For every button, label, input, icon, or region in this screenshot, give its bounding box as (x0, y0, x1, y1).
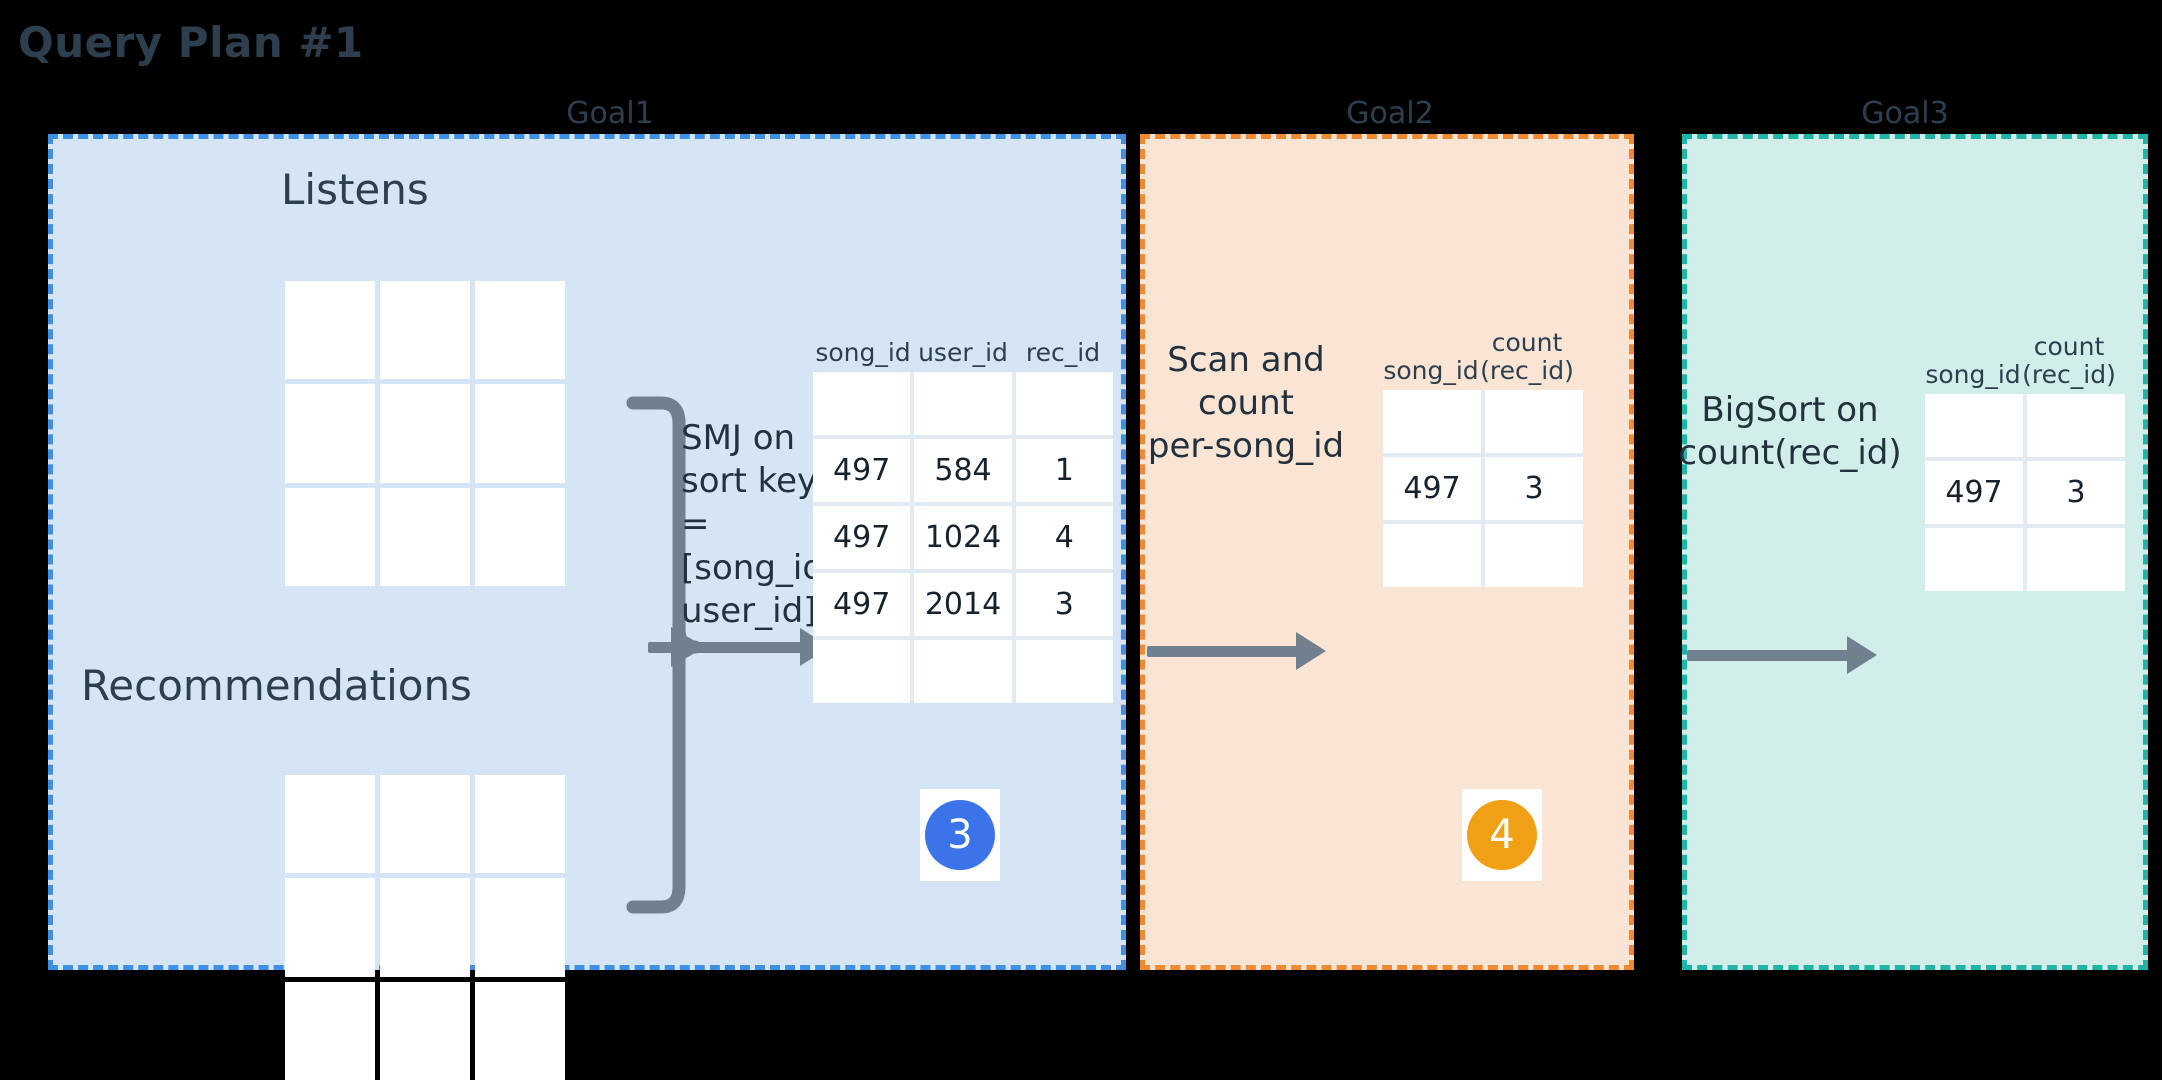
table-cell (2027, 528, 2125, 591)
table-cell: 3 (2027, 461, 2125, 524)
table-body: 497 3 (1383, 390, 1583, 587)
grid-cell (475, 775, 565, 874)
table-cell (1485, 390, 1583, 453)
goal2-arrow-right-icon (1147, 631, 1367, 671)
grid-cell (380, 281, 470, 380)
page-title: Query Plan #1 (18, 18, 364, 67)
table-cell (1925, 394, 2023, 457)
column-header-count-rec-id: count (rec_id) (1480, 328, 1574, 385)
grid-cell (285, 281, 375, 380)
goal1-operation-label: SMJ on sort key = [song_id, user_id] (681, 418, 835, 631)
table-body: 497 3 (1925, 394, 2125, 591)
table-cell: 584 (914, 439, 1012, 502)
listens-heading: Listens (281, 165, 429, 214)
column-header-rec-id: rec_id (1025, 338, 1101, 367)
goal3-panel[interactable]: BigSort on count(rec_id) song_id count (… (1678, 134, 2148, 970)
table-cell (1383, 524, 1481, 587)
table-cell (813, 372, 911, 435)
table-cell: 497 (813, 573, 911, 636)
goal2-result-table: song_id count (rec_id) 497 3 (1383, 329, 1583, 587)
goal1-panel[interactable]: Listens Recommendations (48, 134, 1126, 1080)
goal2-operation-label: Scan and count per-song_id (1147, 340, 1345, 467)
table-cell (1015, 372, 1113, 435)
table-cell: 497 (813, 506, 911, 569)
table-cell: 4 (1015, 506, 1113, 569)
goal1-step-number: 3 (925, 800, 995, 870)
table-header-row: song_id count (rec_id) (1383, 329, 1583, 385)
grid-cell (285, 981, 375, 1080)
column-header-song-id: song_id (1925, 360, 2021, 389)
table-header-row: song_id count (rec_id) (1925, 333, 2125, 389)
goal2-step-number: 4 (1467, 800, 1537, 870)
listens-grid (285, 281, 565, 586)
goal2-step-badge: 4 (1462, 789, 1542, 881)
goal1-label: Goal1 (566, 96, 654, 131)
table-cell: 2014 (914, 573, 1012, 636)
table-cell: 497 (1925, 461, 2023, 524)
grid-cell (380, 981, 470, 1080)
table-cell: 1024 (914, 506, 1012, 569)
table-cell (914, 640, 1012, 703)
grid-cell (380, 878, 470, 977)
grid-cell (475, 384, 565, 483)
table-cell: 497 (1383, 457, 1481, 520)
recommendations-grid (285, 775, 565, 1080)
grid-cell (475, 981, 565, 1080)
table-cell: 3 (1015, 573, 1113, 636)
goal3-result-table: song_id count (rec_id) 497 3 (1925, 333, 2125, 591)
goal1-step-badge: 3 (920, 789, 1000, 881)
grid-cell (285, 775, 375, 874)
table-cell (914, 372, 1012, 435)
grid-cell (380, 487, 470, 586)
table-cell (1015, 640, 1113, 703)
table-cell (1925, 528, 2023, 591)
table-header-row: song_id user_id rec_id (813, 339, 1113, 367)
goal1-result-table: song_id user_id rec_id 497 584 1 497 102… (813, 339, 1113, 703)
grid-cell (285, 384, 375, 483)
grid-cell (285, 487, 375, 586)
column-header-song-id: song_id (815, 338, 911, 367)
table-cell (1485, 524, 1583, 587)
goal2-panel[interactable]: Scan and count per-song_id song_id count… (1140, 134, 1634, 970)
table-cell: 1 (1015, 439, 1113, 502)
table-cell (1383, 390, 1481, 453)
goal2-label: Goal2 (1346, 96, 1434, 131)
goal3-operation-label: BigSort on count(rec_id) (1678, 390, 1902, 474)
grid-cell (475, 281, 565, 380)
table-cell: 3 (1485, 457, 1583, 520)
goal1-arrow-right-icon (648, 627, 838, 667)
table-cell: 497 (813, 439, 911, 502)
table-cell (2027, 394, 2125, 457)
column-header-count-rec-id: count (rec_id) (2022, 332, 2116, 389)
grid-cell (475, 878, 565, 977)
goal3-label: Goal3 (1861, 96, 1949, 131)
table-cell (813, 640, 911, 703)
grid-cell (285, 878, 375, 977)
grid-cell (475, 487, 565, 586)
grid-cell (380, 384, 470, 483)
recommendations-heading: Recommendations (81, 661, 472, 710)
column-header-user-id: user_id (918, 338, 1008, 367)
goal3-arrow-right-icon (1687, 635, 1907, 675)
table-body: 497 584 1 497 1024 4 497 2014 3 (813, 372, 1113, 703)
diagram-canvas: Query Plan #1 Goal1 Goal2 Goal3 Listens … (18, 18, 2148, 1080)
column-header-song-id: song_id (1383, 356, 1479, 385)
grid-cell (380, 775, 470, 874)
